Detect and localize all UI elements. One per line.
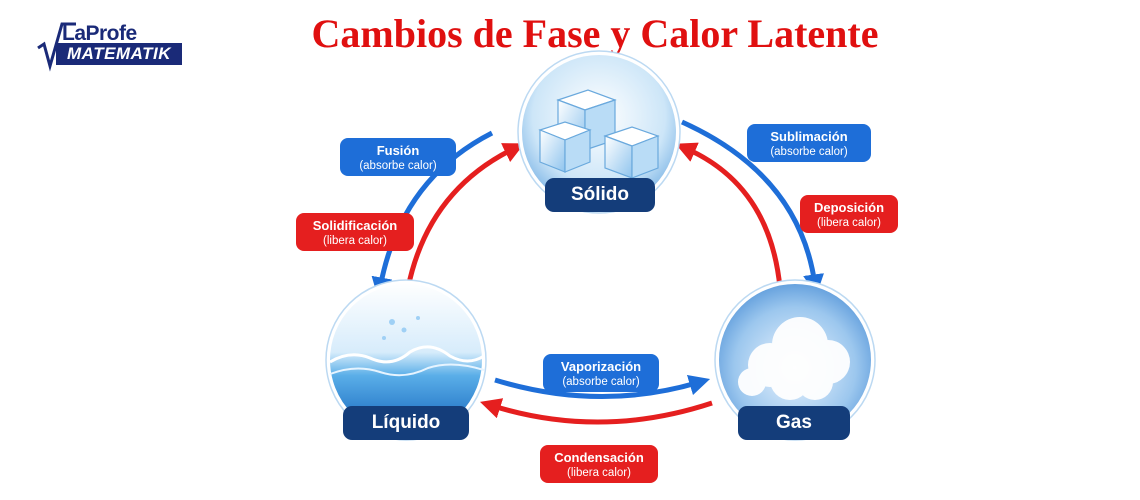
pill-deposition: Deposición (libera calor) bbox=[800, 195, 898, 233]
arrow-sublimation bbox=[680, 119, 824, 296]
pill-solidification-name: Solidificación bbox=[312, 218, 398, 233]
pill-solidification-note: (libera calor) bbox=[323, 235, 387, 247]
state-label-liquid: Líquido bbox=[343, 406, 469, 440]
pill-fusion-note: (absorbe calor) bbox=[359, 160, 437, 172]
logo-line-2: MATEMATIK bbox=[56, 43, 182, 65]
arrow-deposition bbox=[675, 142, 783, 289]
radical-icon bbox=[37, 22, 76, 72]
pill-sublimation-name: Sublimación bbox=[770, 129, 848, 144]
pill-fusion: Fusión (absorbe calor) bbox=[340, 138, 456, 176]
pill-vaporization-name: Vaporización bbox=[560, 359, 642, 374]
logo-line-1: LaProfe bbox=[62, 22, 137, 45]
pill-fusion-name: Fusión bbox=[376, 143, 420, 158]
arrow-fusion bbox=[371, 130, 494, 299]
pill-vaporization-note: (absorbe calor) bbox=[562, 376, 640, 388]
solid-ice-icon bbox=[517, 50, 681, 214]
pill-sublimation-note: (absorbe calor) bbox=[770, 146, 848, 158]
state-label-solid: Sólido bbox=[545, 178, 655, 212]
gas-cloud-icon bbox=[714, 279, 876, 441]
arrow-condensation bbox=[479, 398, 713, 425]
pill-condensation: Condensación (libera calor) bbox=[540, 445, 658, 483]
pill-condensation-note: (libera calor) bbox=[567, 467, 631, 479]
arrow-vaporization bbox=[494, 374, 711, 399]
pill-sublimation: Sublimación (absorbe calor) bbox=[747, 124, 871, 162]
logo: LaProfe MATEMATIK bbox=[36, 22, 196, 72]
state-label-gas: Gas bbox=[738, 406, 850, 440]
pill-vaporization: Vaporización (absorbe calor) bbox=[543, 354, 659, 392]
pill-deposition-name: Deposición bbox=[813, 200, 885, 215]
page-title: Cambios de Fase y Calor Latente bbox=[311, 11, 879, 56]
pill-deposition-note: (libera calor) bbox=[817, 217, 881, 229]
pill-condensation-name: Condensación bbox=[554, 450, 644, 465]
pill-solidification: Solidificación (libera calor) bbox=[296, 213, 414, 251]
arrow-solidification bbox=[405, 143, 525, 289]
